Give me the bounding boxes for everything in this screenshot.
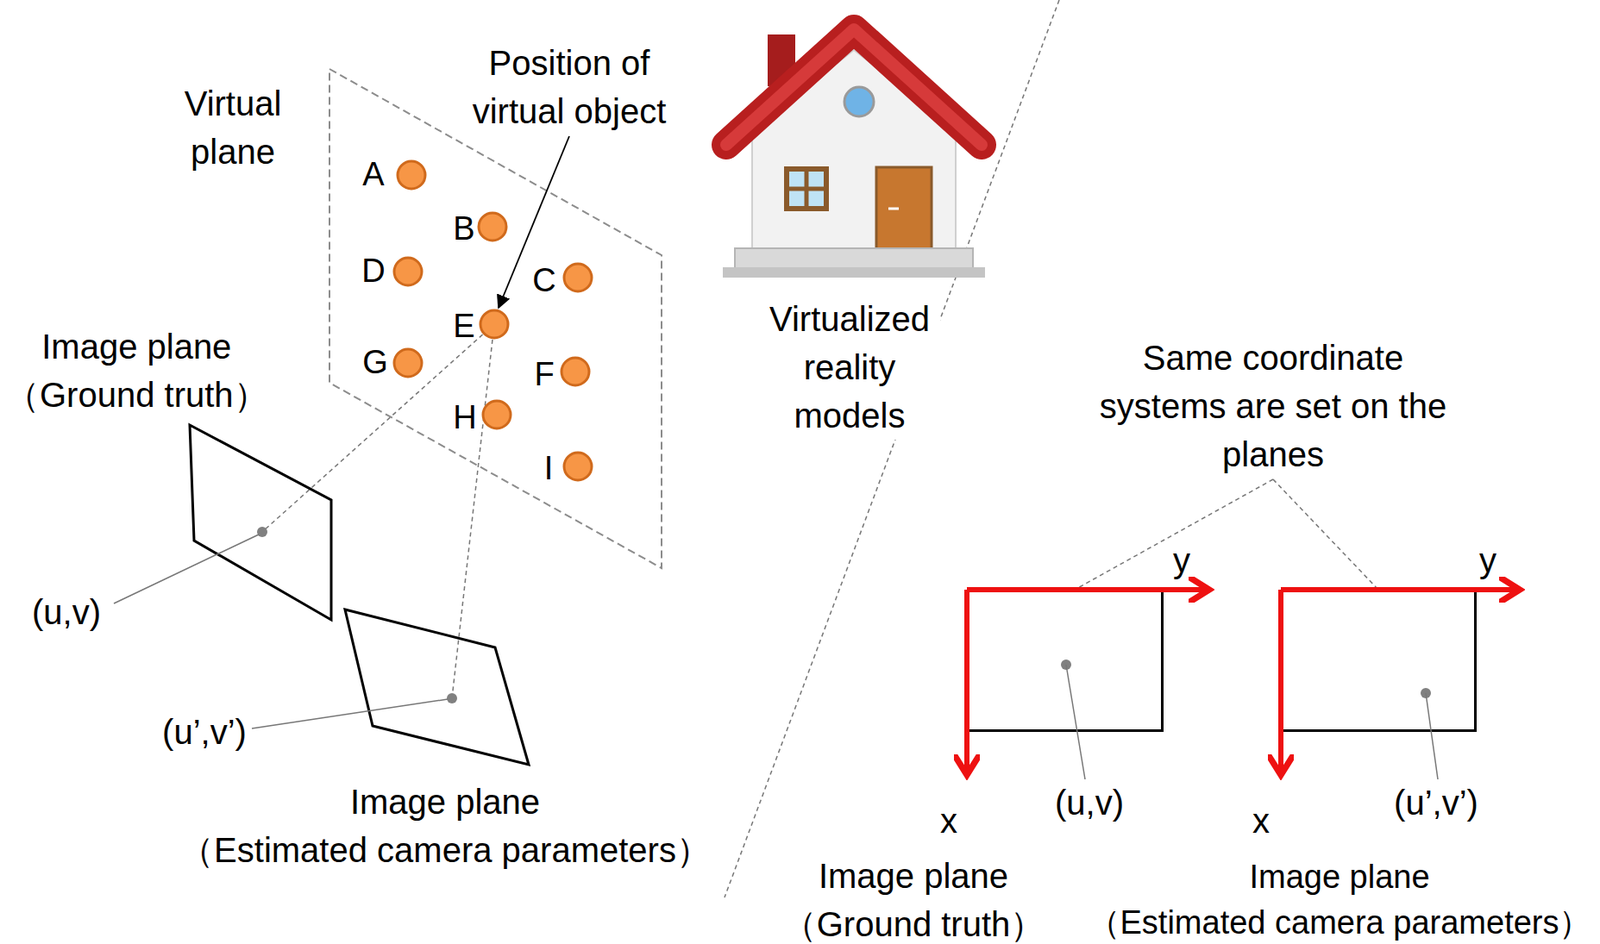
outline-shape bbox=[968, 591, 1163, 732]
projection-ray bbox=[262, 324, 495, 533]
node-outline bbox=[345, 609, 529, 766]
divider-line bbox=[724, 0, 1060, 898]
point-letter: C bbox=[532, 257, 556, 304]
node-outline bbox=[1280, 589, 1477, 733]
node-heading: Image plane （Ground truth） bbox=[782, 852, 1046, 944]
point-letter: I bbox=[544, 445, 554, 492]
node-outline bbox=[189, 425, 332, 621]
point-letter: H bbox=[452, 395, 477, 441]
node-heading: Virtual plane bbox=[138, 79, 328, 176]
point-letter: G bbox=[362, 339, 389, 386]
outline-shape bbox=[345, 609, 529, 766]
virtual-object-points bbox=[394, 161, 592, 481]
image-plane: Image plane （Ground truth） bbox=[189, 425, 332, 621]
note-text: Same coordinate systems are set on the p… bbox=[1079, 333, 1468, 479]
image-plane-rect: Image plane （Estimated camera parameters… bbox=[1280, 589, 1477, 733]
node-heading: Image plane （Estimated camera parameters… bbox=[1087, 854, 1593, 944]
coordinate-label: (u,v) bbox=[1054, 778, 1124, 828]
point-letter: F bbox=[533, 351, 554, 398]
point-letter: D bbox=[361, 248, 385, 295]
leader-line bbox=[1273, 479, 1379, 590]
outline-shape bbox=[1282, 591, 1476, 732]
coordinate-label: (u,v) bbox=[31, 588, 101, 637]
coordinate-axes bbox=[966, 589, 1515, 771]
image-plane: Image plane （Estimated camera parameters… bbox=[345, 609, 529, 766]
outline-shape bbox=[189, 425, 332, 621]
leader-line bbox=[1074, 479, 1274, 590]
caption-text: Virtualized reality models bbox=[759, 294, 941, 440]
callout-text: Position of virtual object bbox=[439, 38, 699, 136]
axis-label: x bbox=[1252, 796, 1270, 846]
axis-label: y bbox=[1479, 536, 1497, 585]
point-letter: B bbox=[452, 206, 475, 252]
point-letter: A bbox=[362, 151, 384, 198]
point-letter: E bbox=[452, 303, 475, 350]
node-heading: Image plane （Estimated camera parameters… bbox=[179, 778, 711, 875]
axis-label: x bbox=[940, 796, 958, 846]
axis-label: y bbox=[1173, 536, 1191, 585]
coordinate-label: (u’,v’) bbox=[162, 708, 247, 757]
house-illustration bbox=[722, 29, 986, 278]
coordinate-label: (u’,v’) bbox=[1393, 778, 1479, 828]
pointer-arrow bbox=[498, 136, 570, 308]
leader-lines bbox=[113, 534, 1438, 780]
projected-points bbox=[257, 527, 1431, 704]
node-heading: Image plane （Ground truth） bbox=[5, 322, 269, 420]
outline-shape bbox=[329, 69, 662, 569]
